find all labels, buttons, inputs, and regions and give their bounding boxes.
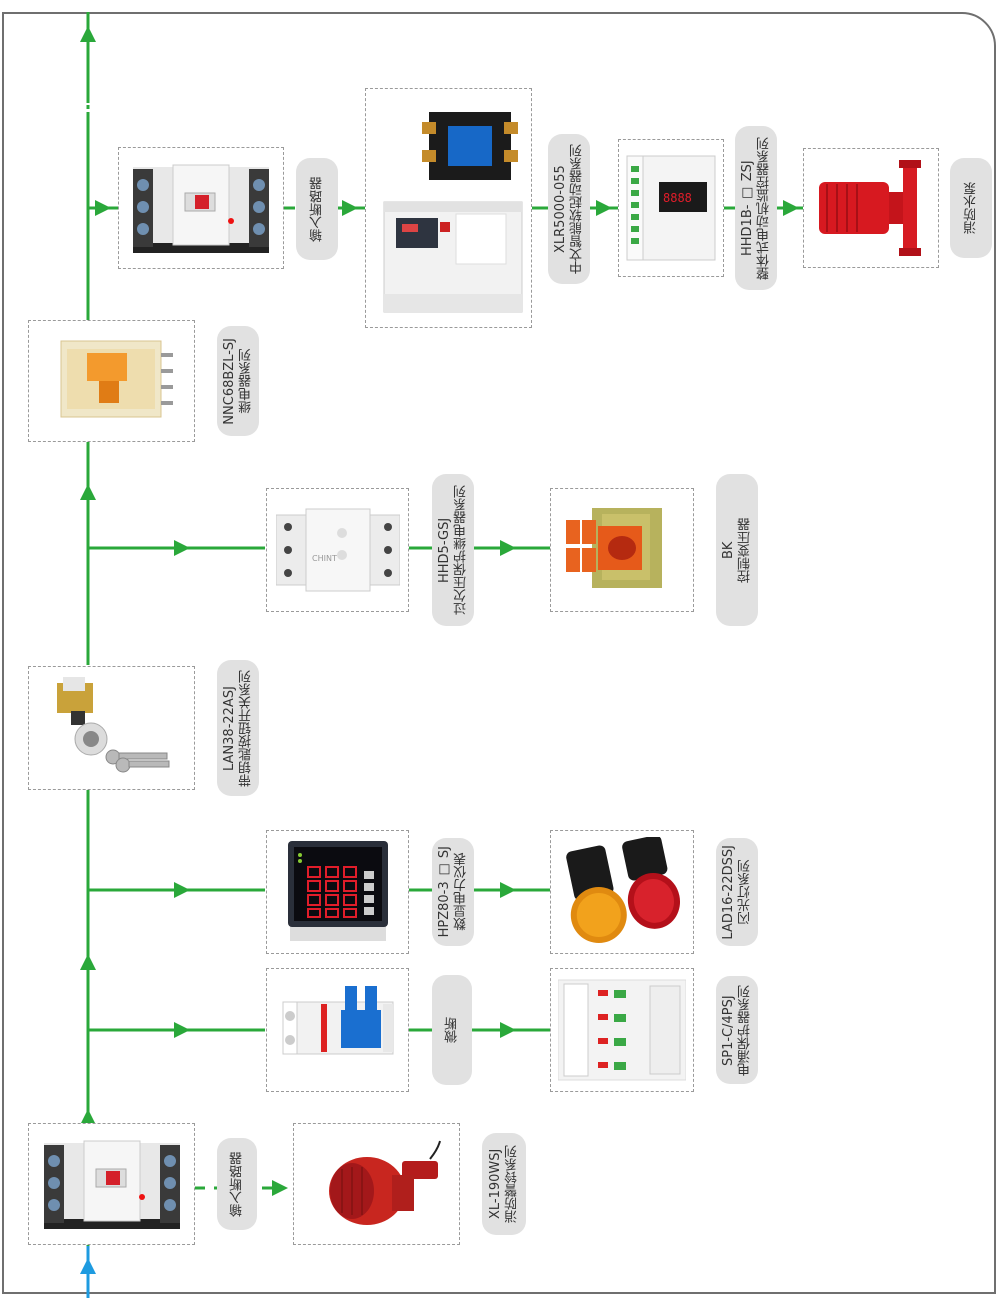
motor-monitor-icon: 8888 xyxy=(626,155,716,261)
key-switch-box[interactable] xyxy=(28,666,195,790)
label-miniature-breaker: 微断 xyxy=(432,975,472,1085)
svg-text:CHINT: CHINT xyxy=(312,554,337,563)
arrow-up-icon xyxy=(80,1109,96,1125)
alarm-bell-icon xyxy=(328,1140,441,1225)
arrow-right-icon xyxy=(174,540,190,556)
flash-light-icon xyxy=(566,837,681,944)
surge-protector-box[interactable] xyxy=(550,968,694,1092)
arrow-right-icon xyxy=(596,200,612,216)
arrow-right-icon xyxy=(500,1022,516,1038)
arrow-right-icon xyxy=(783,200,799,216)
surge-protector-icon xyxy=(558,979,686,1081)
voltage-relay-box[interactable]: CHINT xyxy=(266,488,409,612)
fire-pump-box[interactable] xyxy=(803,148,939,268)
fire-pump-icon xyxy=(819,160,921,256)
arrow-right-icon xyxy=(342,200,358,216)
diagram-frame xyxy=(2,12,996,1294)
arrow-right-icon xyxy=(174,1022,190,1038)
label-input-breaker-bottom: 输入断路器 xyxy=(217,1138,257,1230)
circuit-breaker-icon xyxy=(133,164,269,253)
input-arrow-icon xyxy=(80,1258,96,1274)
alarm-bell-box[interactable] xyxy=(293,1123,460,1245)
soft-starter-icon xyxy=(383,112,522,313)
miniature-breaker-icon xyxy=(282,986,393,1055)
arrow-right-icon xyxy=(500,882,516,898)
motor-monitor-box[interactable]: 8888 xyxy=(618,139,724,277)
input-breaker-bottom-box[interactable] xyxy=(28,1123,195,1245)
power-meter-icon xyxy=(287,841,388,941)
arrow-up-icon xyxy=(80,954,96,970)
voltage-relay-icon: CHINT xyxy=(275,508,400,592)
arrow-up-icon xyxy=(80,26,96,42)
circuit-breaker-icon xyxy=(43,1140,180,1229)
arrow-up-icon xyxy=(80,484,96,500)
arrow-right-icon xyxy=(174,882,190,898)
soft-starter-box[interactable] xyxy=(365,88,532,328)
key-switch-icon xyxy=(56,677,169,773)
relay-box[interactable] xyxy=(28,320,195,442)
label-fire-pump: 消防水泵 xyxy=(950,158,992,258)
control-transformer-box[interactable] xyxy=(550,488,694,612)
input-breaker-top-box[interactable] xyxy=(118,147,284,269)
miniature-breaker-box[interactable] xyxy=(266,968,409,1092)
flash-light-box[interactable] xyxy=(550,830,694,954)
relay-icon xyxy=(60,340,173,418)
arrow-right-icon xyxy=(500,540,516,556)
arrow-right-icon xyxy=(272,1180,288,1196)
arrow-right-icon xyxy=(95,200,111,216)
label-input-breaker-top: 输入断路器 xyxy=(296,158,338,260)
svg-text:8888: 8888 xyxy=(663,191,692,205)
power-meter-box[interactable] xyxy=(266,830,409,954)
transformer-icon xyxy=(566,508,662,588)
